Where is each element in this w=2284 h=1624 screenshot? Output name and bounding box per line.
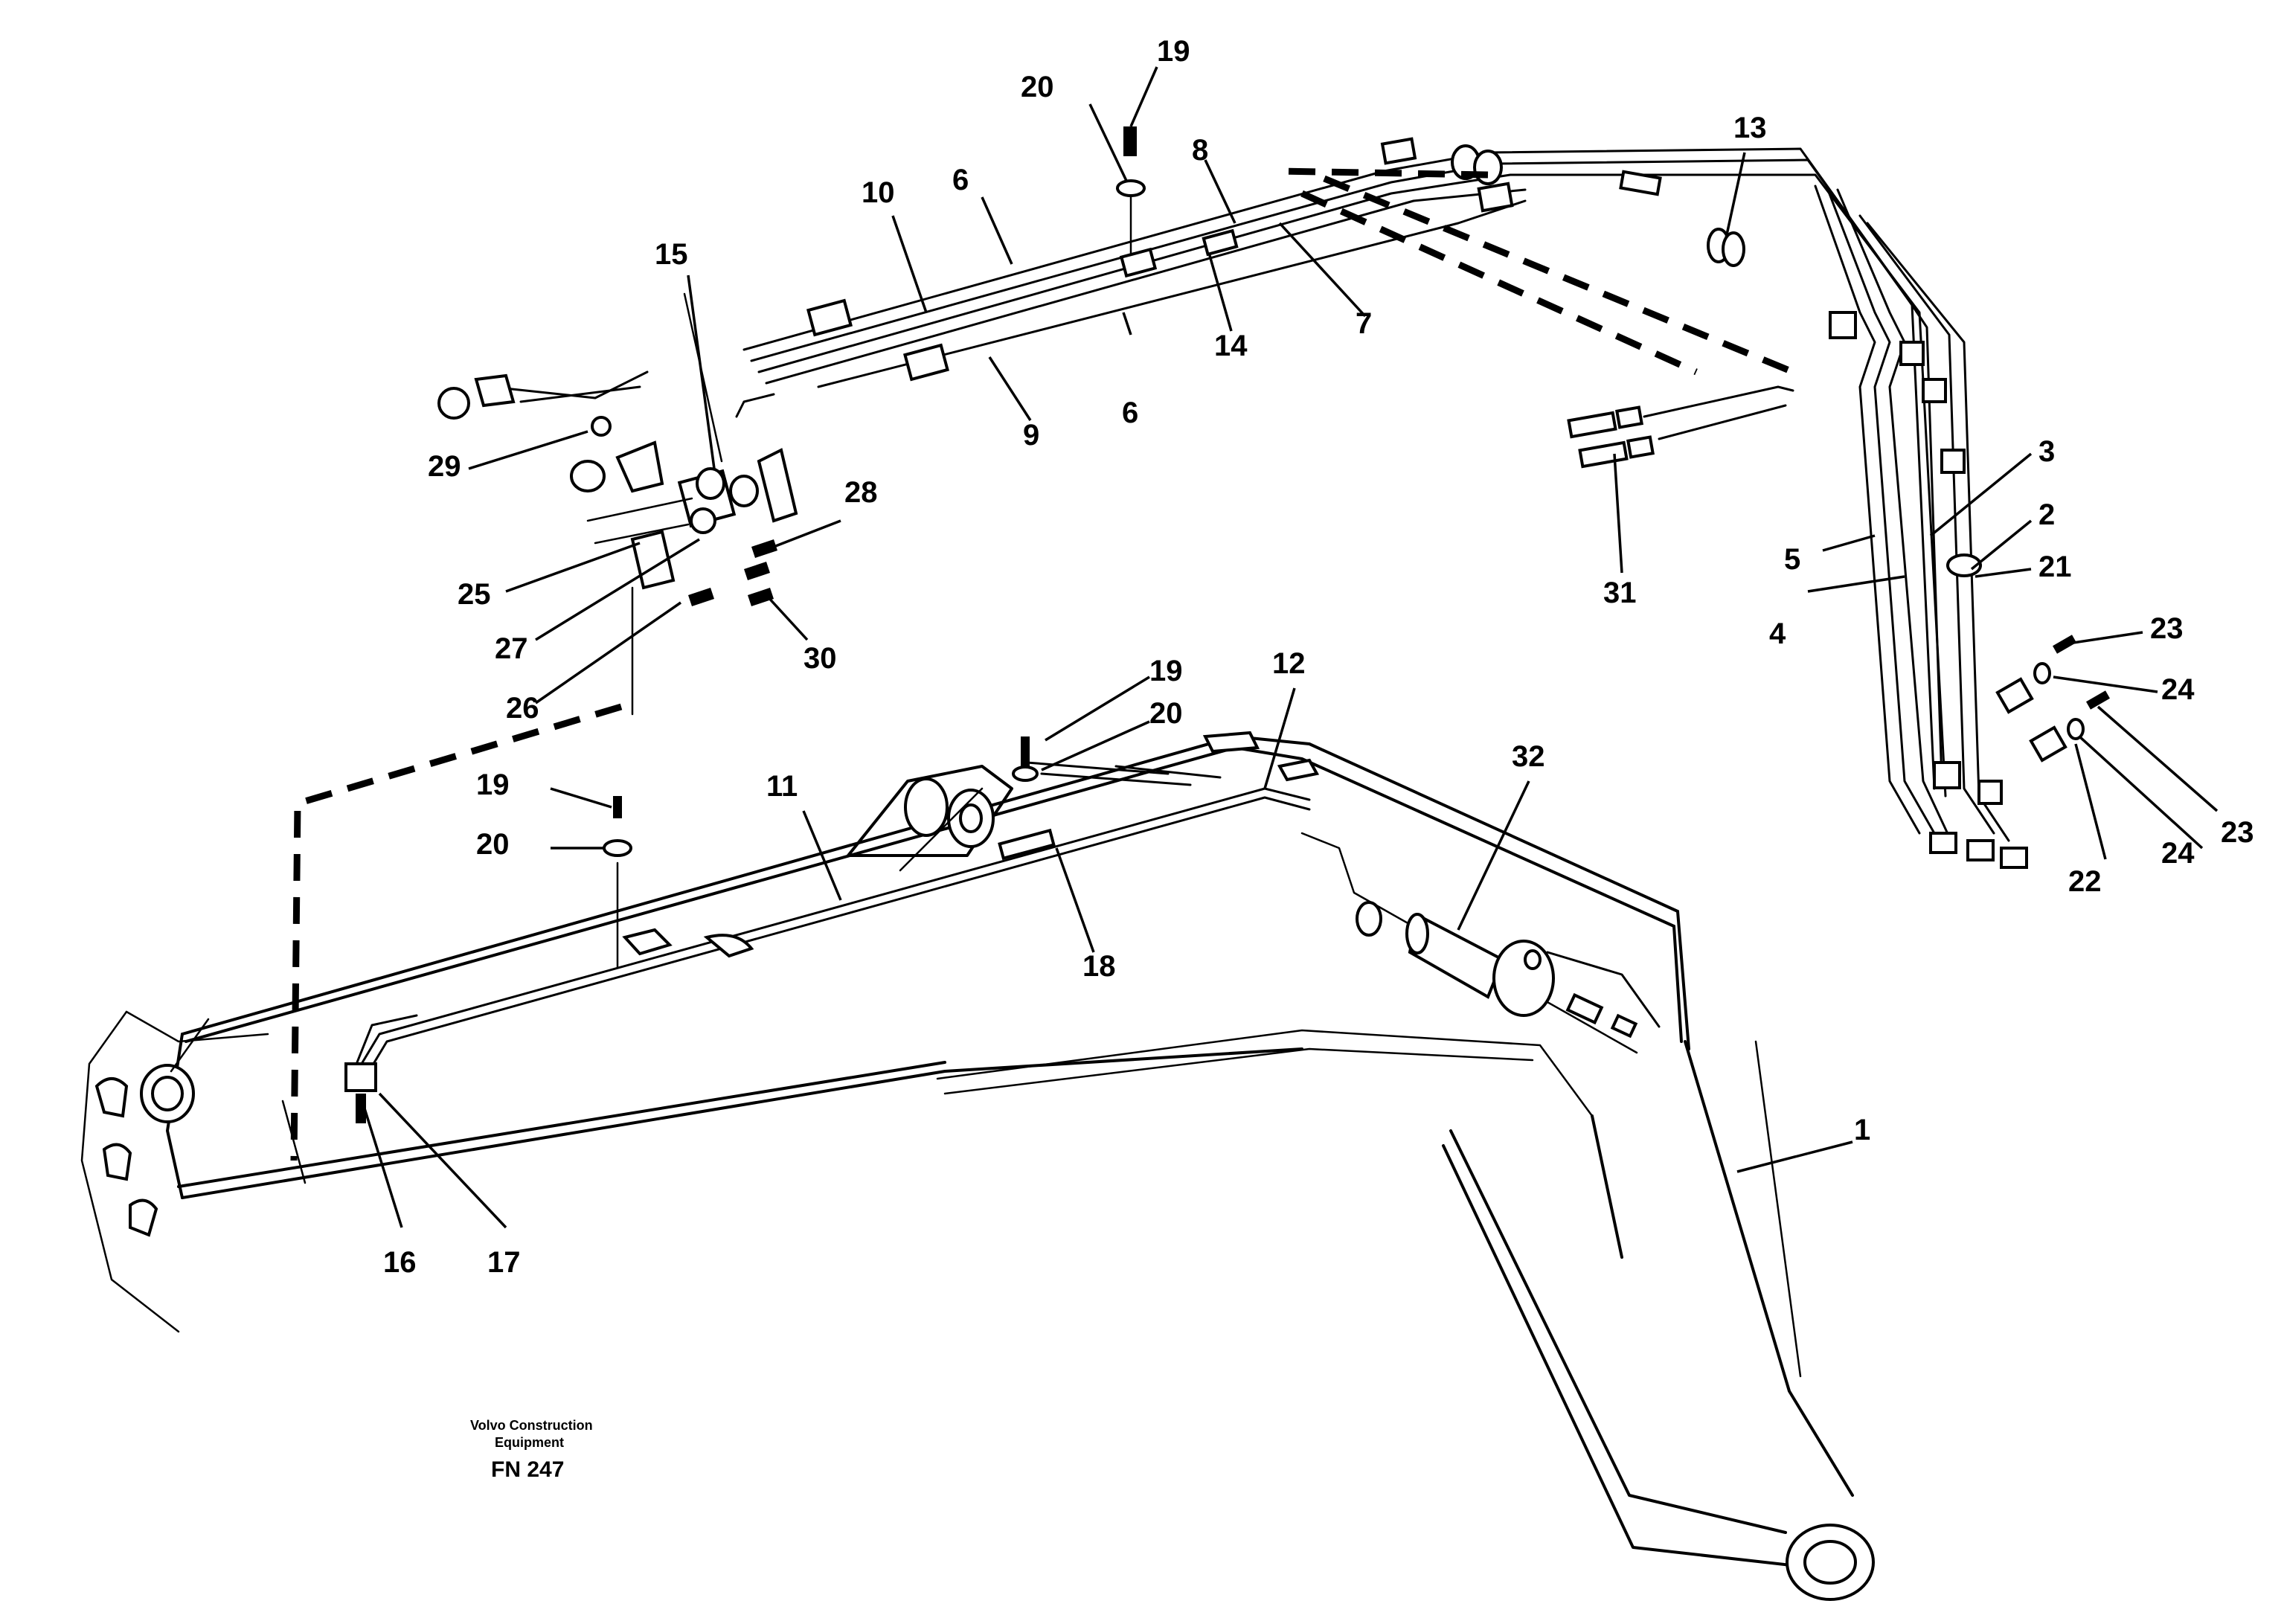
callout-25: 25 [458, 578, 491, 611]
callout-17: 17 [487, 1246, 521, 1279]
callout-18: 18 [1082, 950, 1116, 983]
diagram-caption: Volvo Construction Equipment FN 247 [470, 1418, 593, 1482]
hose-lines [344, 731, 1320, 1123]
callout-4: 4 [1769, 617, 1786, 650]
callout-7: 7 [1356, 307, 1372, 340]
callout-6a: 6 [952, 164, 969, 196]
callout-16: 16 [383, 1246, 417, 1279]
callout-15: 15 [655, 238, 688, 271]
boom-top-bracket [847, 765, 1013, 872]
upper-hose-assembly [490, 137, 2110, 869]
callout-27: 27 [495, 632, 528, 665]
pin-32 [1356, 901, 1661, 1039]
caption-line1: Volvo Construction [470, 1418, 593, 1433]
callout-29: 29 [428, 450, 461, 483]
callout-19-top: 19 [1157, 35, 1190, 68]
callout-13: 13 [1733, 112, 1767, 144]
top-bolt-assembly [1116, 126, 1146, 254]
callout-6b: 6 [1122, 397, 1138, 429]
callout-19-left: 19 [476, 768, 510, 801]
callout-3: 3 [2038, 435, 2055, 468]
boom-arm [80, 735, 1875, 1601]
callout-19-mid: 19 [1149, 655, 1183, 687]
callout-10: 10 [862, 176, 895, 209]
callout-14: 14 [1214, 330, 1248, 362]
callout-1: 1 [1854, 1114, 1870, 1146]
callout-24b: 24 [2161, 837, 2195, 870]
callout-24a: 24 [2161, 673, 2195, 706]
callout-5: 5 [1784, 543, 1800, 576]
callout-31: 31 [1603, 577, 1637, 609]
leader-lines [363, 66, 2219, 1229]
callout-20-top: 20 [1021, 71, 1054, 103]
callout-26: 26 [506, 692, 539, 725]
callout-21: 21 [2038, 551, 2072, 583]
callout-9: 9 [1023, 419, 1039, 452]
dashed-hose-route [290, 167, 1794, 1161]
callout-22: 22 [2068, 865, 2102, 898]
caption-line2: Equipment [495, 1435, 564, 1450]
callout-30: 30 [803, 642, 837, 675]
callout-2: 2 [2038, 498, 2055, 531]
callout-23b: 23 [2221, 816, 2254, 849]
callout-20-mid: 20 [1149, 697, 1183, 730]
callout-labels: 1 2 3 4 5 6 6 7 8 9 10 11 12 13 14 15 16… [383, 35, 2254, 1279]
callout-28: 28 [844, 476, 878, 509]
callout-8: 8 [1192, 134, 1208, 167]
callout-23a: 23 [2150, 612, 2184, 645]
callout-20-left: 20 [476, 828, 510, 861]
callout-11: 11 [766, 770, 798, 803]
callout-12: 12 [1272, 647, 1306, 680]
caption-code: FN 247 [491, 1457, 564, 1482]
valve-block [437, 292, 798, 716]
callout-32: 32 [1512, 740, 1545, 773]
